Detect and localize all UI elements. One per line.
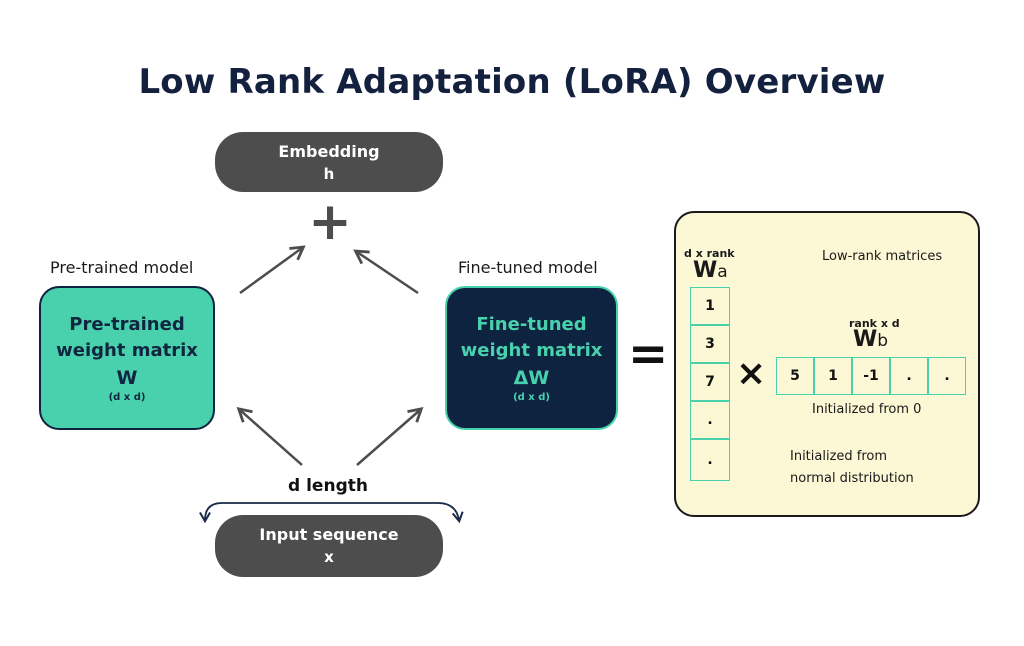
input-label: Input sequence — [259, 525, 399, 544]
finetuned-line2: weight matrix — [460, 340, 603, 361]
wa-symbol: W — [693, 258, 718, 283]
finetuned-weight-box: Fine-tuned weight matrix ΔW (d x d) — [445, 286, 618, 430]
arrow-pretrained-to-plus — [239, 245, 306, 295]
embedding-symbol: h — [323, 165, 335, 183]
wb-cell: . — [890, 357, 928, 395]
wa-cell: . — [690, 439, 730, 481]
arrow-finetuned-to-plus — [353, 249, 419, 295]
length-label: d length — [288, 476, 368, 496]
wa-subscript: a — [717, 262, 728, 282]
wa-init-note-line2: normal distribution — [790, 471, 914, 486]
wa-cell: 3 — [690, 325, 730, 363]
wb-cell: -1 — [852, 357, 890, 395]
wa-cell: 7 — [690, 363, 730, 401]
arrow-input-to-pretrained — [236, 406, 303, 466]
pretrained-line2: weight matrix — [56, 340, 198, 361]
low-rank-note: Low-rank matrices — [822, 249, 943, 264]
wb-cell: . — [928, 357, 966, 395]
wb-dims: rank x d — [849, 317, 900, 330]
wa-dims: d x rank — [684, 247, 735, 260]
wa-cell: 1 — [690, 287, 730, 325]
arrow-input-to-finetuned — [356, 406, 424, 466]
pretrained-weight-box: Pre-trained weight matrix W (d x d) — [39, 286, 215, 430]
wa-label: Wa — [693, 258, 728, 283]
pretrained-caption: Pre-trained model — [50, 258, 194, 277]
pretrained-line1: Pre-trained — [69, 314, 185, 335]
pretrained-symbol: W — [116, 367, 138, 389]
wb-cell: 5 — [776, 357, 814, 395]
wa-init-note-line1: Initialized from — [790, 449, 888, 464]
finetuned-caption: Fine-tuned model — [458, 258, 598, 277]
page-title: Low Rank Adaptation (LoRA) Overview — [138, 62, 886, 102]
wb-cell: 1 — [814, 357, 852, 395]
times-sign: × — [736, 353, 767, 394]
wb-subscript: b — [877, 331, 889, 351]
equals-sign: = — [628, 326, 669, 382]
embedding-label: Embedding — [278, 142, 380, 161]
embedding-node: Embedding h — [215, 132, 443, 192]
wb-init-note: Initialized from 0 — [812, 402, 922, 417]
finetuned-line1: Fine-tuned — [476, 314, 587, 335]
length-bracket — [199, 502, 464, 524]
pretrained-dims: (d x d) — [108, 392, 146, 403]
finetuned-dims: (d x d) — [513, 392, 550, 403]
input-symbol: x — [324, 548, 334, 566]
input-node: Input sequence x — [215, 515, 443, 577]
lora-panel — [674, 211, 980, 517]
finetuned-symbol: ΔW — [513, 367, 550, 389]
wb-label: Wb — [853, 327, 888, 352]
wa-cell: . — [690, 401, 730, 439]
plus-sign: + — [308, 192, 352, 252]
wb-symbol: W — [853, 327, 878, 352]
